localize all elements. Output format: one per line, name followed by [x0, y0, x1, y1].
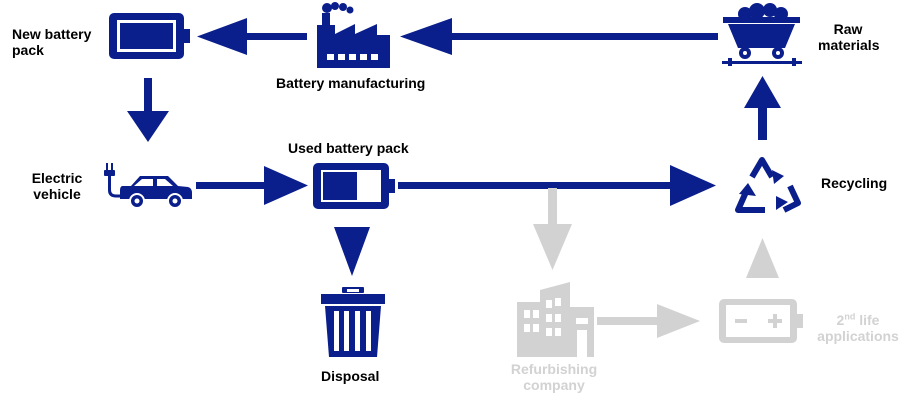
- arrow-manufacturing-to-new-pack: [197, 18, 307, 55]
- label-electric-vehicle-line1: Electric: [31, 170, 83, 186]
- factory-icon: [317, 2, 390, 68]
- label-second-life-num: 2: [836, 312, 845, 328]
- label-raw-materials-line1: Raw: [833, 21, 863, 37]
- trash-bin-icon: [321, 287, 385, 357]
- label-battery-manufacturing: Battery manufacturing: [276, 75, 426, 91]
- label-second-life-line1: 2nd life: [810, 312, 906, 328]
- label-recycling: Recycling: [821, 175, 888, 191]
- arrow-used-pack-to-disposal: [334, 227, 370, 276]
- label-raw-materials-line2: materials: [818, 37, 880, 53]
- recycle-icon: [735, 157, 801, 213]
- arrow-second-life-to-recycling: [746, 238, 779, 278]
- battery-plus-minus-icon: [719, 299, 803, 343]
- battery-partial-icon: [313, 163, 395, 209]
- arrow-new-pack-to-vehicle: [127, 78, 169, 142]
- label-used-battery-pack: Used battery pack: [288, 140, 409, 156]
- arrow-recycling-to-raw: [744, 76, 781, 140]
- label-new-battery-pack-line1: New battery: [12, 26, 92, 42]
- arrow-to-refurbishing: [533, 188, 572, 270]
- mine-cart-icon: [722, 3, 802, 66]
- label-second-life-line2: applications: [817, 328, 899, 344]
- battery-full-icon: [109, 13, 190, 59]
- label-electric-vehicle: Electric vehicle: [22, 170, 92, 202]
- arrow-used-pack-to-recycling: [398, 165, 716, 206]
- label-new-battery-pack-line2: pack: [12, 42, 44, 58]
- arrow-vehicle-to-used-pack: [196, 166, 308, 205]
- arrow-raw-to-manufacturing: [400, 18, 718, 55]
- arrow-refurbishing-to-second-life: [597, 304, 700, 338]
- label-new-battery-pack: New battery pack: [12, 26, 91, 58]
- label-refurbishing-line2: company: [523, 377, 585, 393]
- label-second-life-applications: 2nd life applications: [810, 312, 906, 344]
- label-refurbishing-line1: Refurbishing: [510, 361, 598, 377]
- label-refurbishing-company: Refurbishing company: [503, 361, 605, 393]
- label-second-life-sup: nd: [844, 311, 856, 322]
- label-electric-vehicle-line2: vehicle: [33, 186, 81, 202]
- label-raw-materials: Raw materials: [818, 21, 880, 53]
- label-disposal: Disposal: [321, 368, 380, 384]
- label-second-life-rest: life: [855, 312, 880, 328]
- electric-car-icon: [104, 163, 192, 209]
- building-icon: [517, 282, 594, 357]
